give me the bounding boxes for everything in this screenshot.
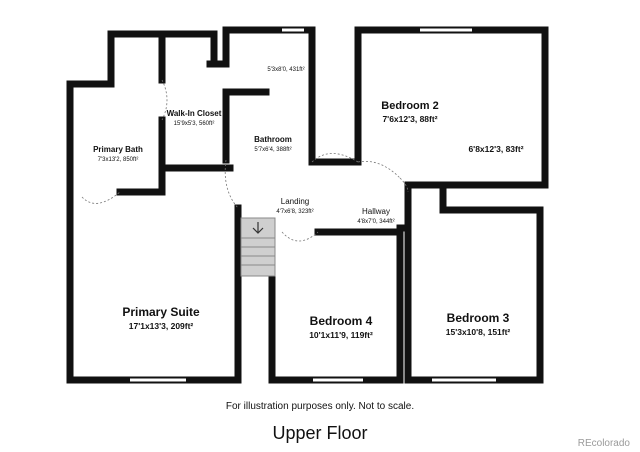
room-small: 5'3x8'0, 431ft² [246,67,326,73]
floor-title: Upper Floor [272,423,368,443]
room-name: Bedroom 2 [381,100,439,112]
room-dimensions: 15'9x5'3, 560ft² [173,121,215,127]
room-primary-suite: Primary Suite 17'1x13'3, 209ft² [96,303,226,331]
wall [66,30,162,88]
room-name: Bedroom 3 [446,311,510,325]
room-bedroom-3: Bedroom 3 15'3x10'8, 151ft² [420,309,536,337]
watermark-logo: REcolorado [577,438,630,449]
wall [66,193,242,384]
walls [66,26,549,384]
room-dimensions: 6'8x12'3, 83ft² [468,144,524,154]
room-landing: Landing 4'7x6'8, 323ft² [262,191,328,215]
room-hallway: Hallway 4'8x7'0, 344ft² [346,201,406,225]
room-dimensions: 5'7x6'4, 388ft² [254,147,292,153]
wall [268,228,404,384]
wall [222,26,316,166]
room-name: Walk-In Closet [166,109,222,118]
room-dimensions: 7'6x12'3, 88ft² [382,114,438,124]
arrow-down-icon [252,222,264,234]
room-name: Primary Bath [93,145,143,154]
room-name: Landing [280,197,310,206]
room-dimensions: 4'8x7'0, 344ft² [357,219,395,225]
room-bedroom-2: Bedroom 2 7'6x12'3, 88ft² [360,96,460,124]
room-bedroom-2-secondary: 6'8x12'3, 83ft² [448,144,544,154]
room-name: Bathroom [254,135,292,144]
room-dimensions: 5'3x8'0, 431ft² [267,67,305,73]
stairs [240,217,276,277]
room-bedroom-4: Bedroom 4 10'1x11'9, 119ft² [286,312,396,340]
room-dimensions: 15'3x10'8, 151ft² [445,327,511,337]
room-name: Bedroom 4 [309,314,373,328]
windows [130,28,496,382]
room-name: Hallway [361,207,390,216]
door-swings [81,79,409,242]
wall [404,188,544,384]
room-dimensions: 17'1x13'3, 209ft² [128,321,194,331]
room-dimensions: 10'1x11'9, 119ft² [309,330,373,340]
room-dimensions: 7'3x13'2, 850ft² [97,157,139,163]
room-walk-in-closet: Walk-In Closet 15'9x5'3, 560ft² [162,103,226,127]
room-dimensions: 4'7x6'8, 323ft² [276,209,314,215]
room-primary-bath: Primary Bath 7'3x13'2, 850ft² [78,139,158,163]
room-bathroom: Bathroom 5'7x6'4, 388ft² [234,129,312,153]
wall [354,26,549,189]
room-name: Primary Suite [122,305,200,319]
disclaimer-note: For illustration purposes only. Not to s… [225,401,415,412]
